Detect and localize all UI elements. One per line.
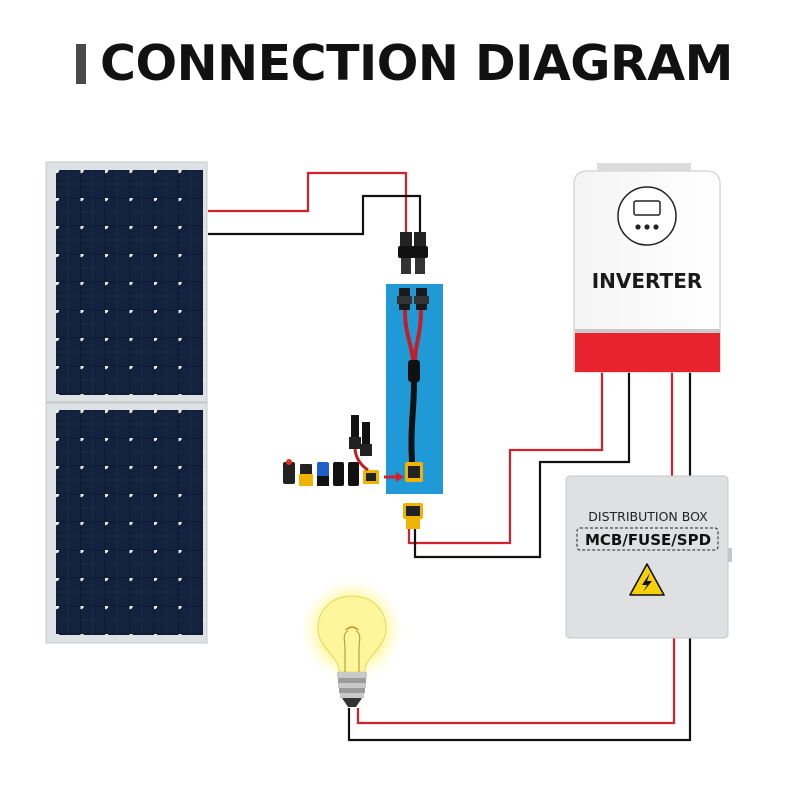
xt60-connector-icon: [403, 503, 423, 529]
wiring: [208, 171, 692, 742]
solar-panel-bottom: [45, 402, 208, 644]
box-to-bulb-negative-wire: [347, 638, 692, 742]
page-title: CONNECTION DIAGRAM: [100, 35, 733, 92]
panel-positive-wire: [208, 171, 408, 232]
inverter-label: INVERTER: [592, 269, 703, 293]
panel-negative-wire: [208, 194, 422, 236]
inverter-unit: INVERTER: [573, 163, 721, 373]
light-bulb-icon: [300, 578, 404, 707]
mc4-connector-icon: [398, 232, 428, 274]
xt60-negative-wire: [413, 372, 631, 559]
xt60-positive-wire: [407, 372, 604, 545]
adapter-plugs-set: [283, 415, 404, 486]
adapter-cable-board: [386, 284, 443, 494]
distribution-box-title: DISTRIBUTION BOX: [588, 509, 708, 524]
title-block: CONNECTION DIAGRAM: [0, 34, 800, 94]
distribution-box-subtitle: MCB/FUSE/SPD: [585, 531, 711, 549]
distribution-box: DISTRIBUTION BOX MCB/FUSE/SPD: [565, 475, 732, 639]
solar-panel-top: [45, 161, 208, 403]
box-to-bulb-positive-wire: [356, 638, 676, 725]
title-accent-bar: [76, 44, 86, 84]
high-voltage-warning-icon: [629, 563, 665, 596]
